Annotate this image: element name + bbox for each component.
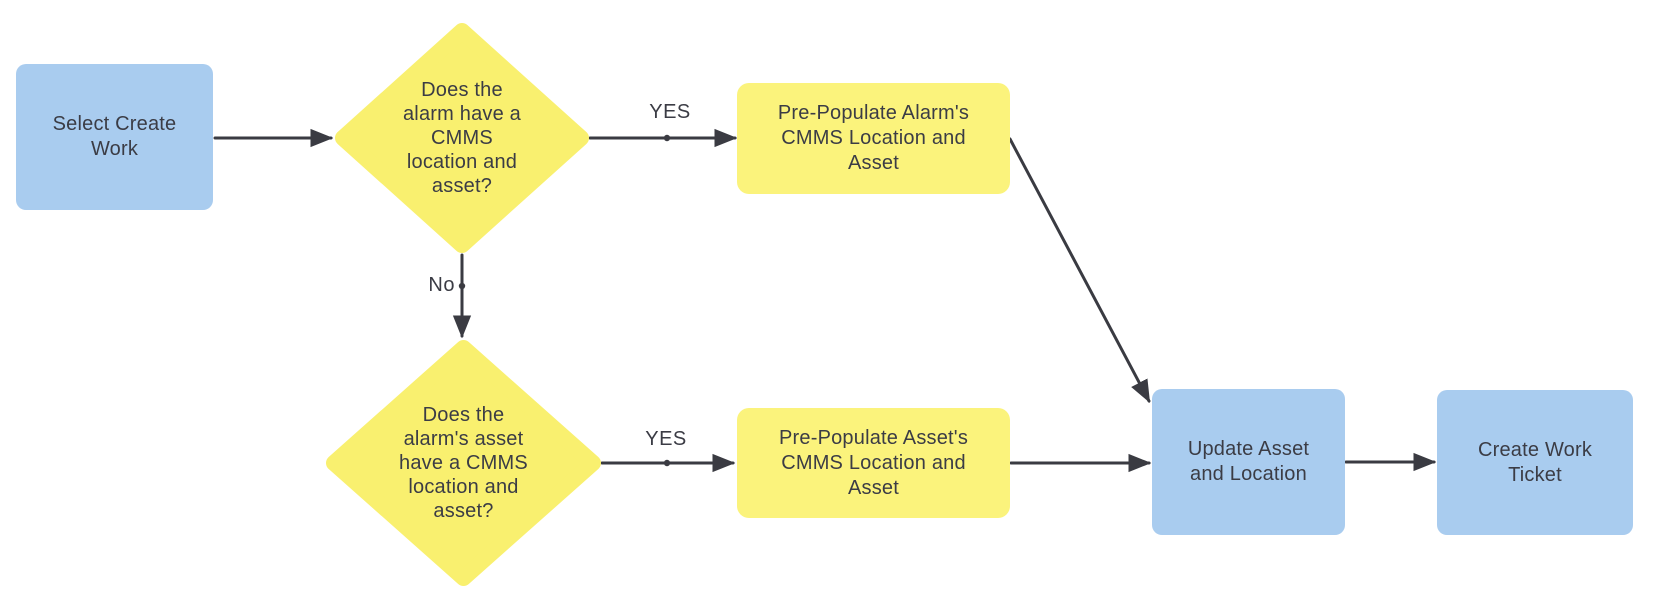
decision-asset-label: Does the alarm's asset have a CMMS locat… [399,404,528,522]
edge-prepopulate-alarm-to-update [1008,137,1151,404]
node-update-asset-location: Update Asset and Location [1152,389,1345,535]
edge-label-dot-yes-top [663,134,671,142]
decision-alarm-label: Does the alarm have a CMMS location and … [402,79,521,197]
node-select-create-work: Select Create Work [16,64,213,210]
decision-alarm-has-cmms: Does the alarm have a CMMS location and … [335,23,589,253]
edge-label-yes-top: YES [649,101,691,123]
node-prepopulate-asset-cmms: Pre-Populate Asset's CMMS Location and A… [737,408,1010,518]
edge-label-dot-no [458,282,466,290]
node-create-work-ticket: Create Work Ticket [1437,390,1633,535]
node-prepopulate-alarm-cmms: Pre-Populate Alarm's CMMS Location and A… [737,83,1010,194]
edge-label-no: No [428,274,455,296]
edge-label-dot-yes-bottom [663,459,671,467]
diamond-shape [335,23,589,253]
edge-label-yes-bottom: YES [645,428,687,450]
diamond-shape [326,340,601,586]
decision-asset-has-cmms: Does the alarm's asset have a CMMS locat… [326,340,601,586]
